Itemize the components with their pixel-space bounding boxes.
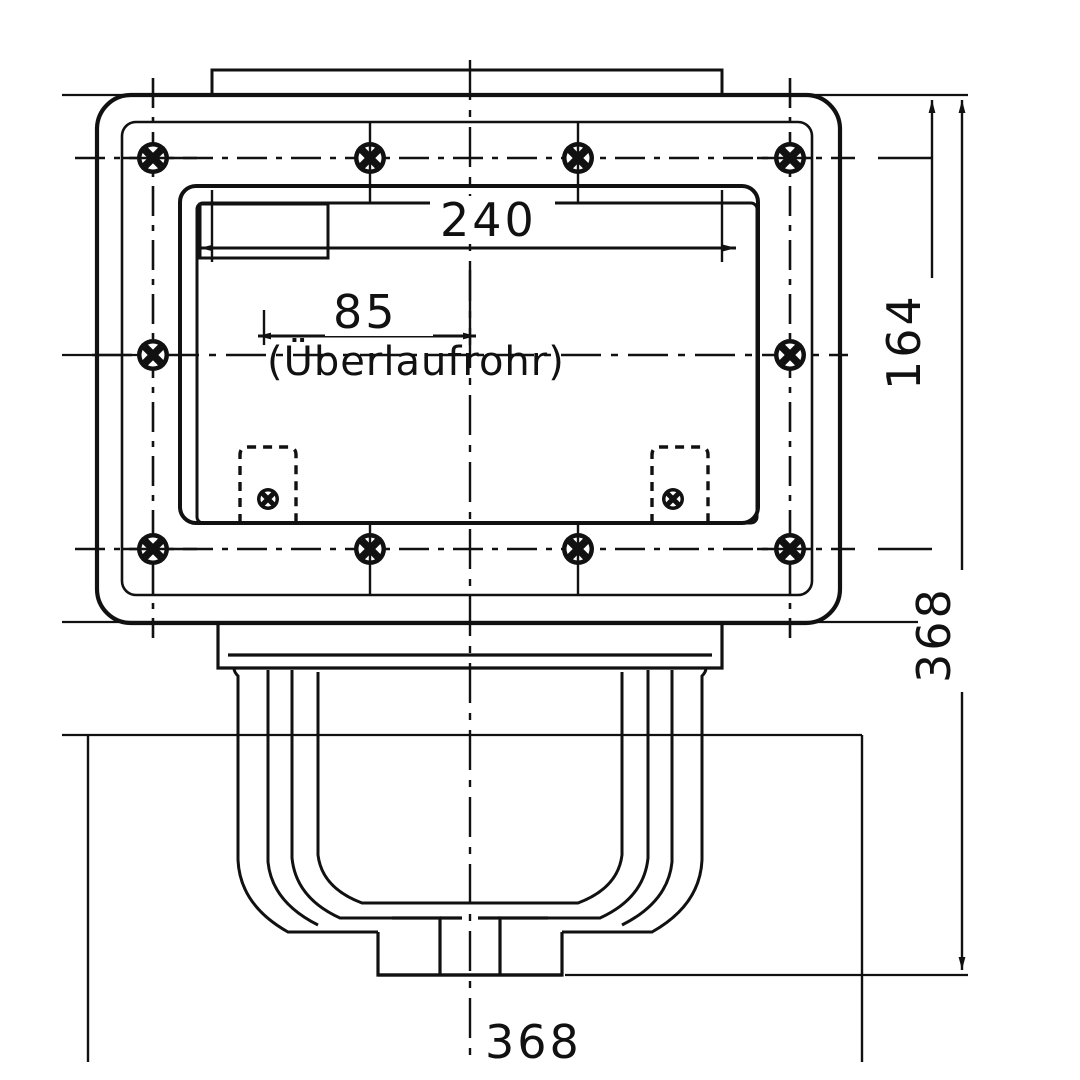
dimension-368: 368 [907, 570, 970, 692]
anchor-screw-left [257, 488, 279, 510]
bolt-mid-right [774, 339, 806, 371]
dim-bottom-label: 368 [485, 1015, 582, 1069]
dim-ueberlaufrohr-label: (Überlaufrohr) [267, 337, 565, 385]
outer-flange-plate [94, 92, 843, 626]
dimension-lines-left [86, 735, 864, 1062]
funnel-body [232, 667, 708, 934]
drain-collar [216, 623, 724, 670]
dimension-85: 85 (Überlaufrohr) [258, 270, 565, 385]
dimension-164: 164 [877, 278, 940, 400]
dim-164-label: 164 [877, 293, 931, 390]
anchor-screw-right [662, 488, 684, 510]
bolt-mid-left [137, 339, 169, 371]
anchor-pocket-left [238, 445, 298, 523]
dim-368-label: 368 [907, 586, 961, 683]
anchor-pocket-right [650, 445, 710, 523]
dim-85-label: 85 [333, 285, 398, 339]
inner-flange-outline [120, 120, 814, 597]
drain-outlet [376, 916, 564, 977]
overflow-pipe-notch [198, 202, 330, 260]
dimension-240: 240 [200, 190, 736, 262]
dim-240-label: 240 [440, 193, 537, 247]
dimension-bottom-partial: 368 [485, 1015, 582, 1069]
bolt-tick-marks [122, 122, 812, 595]
